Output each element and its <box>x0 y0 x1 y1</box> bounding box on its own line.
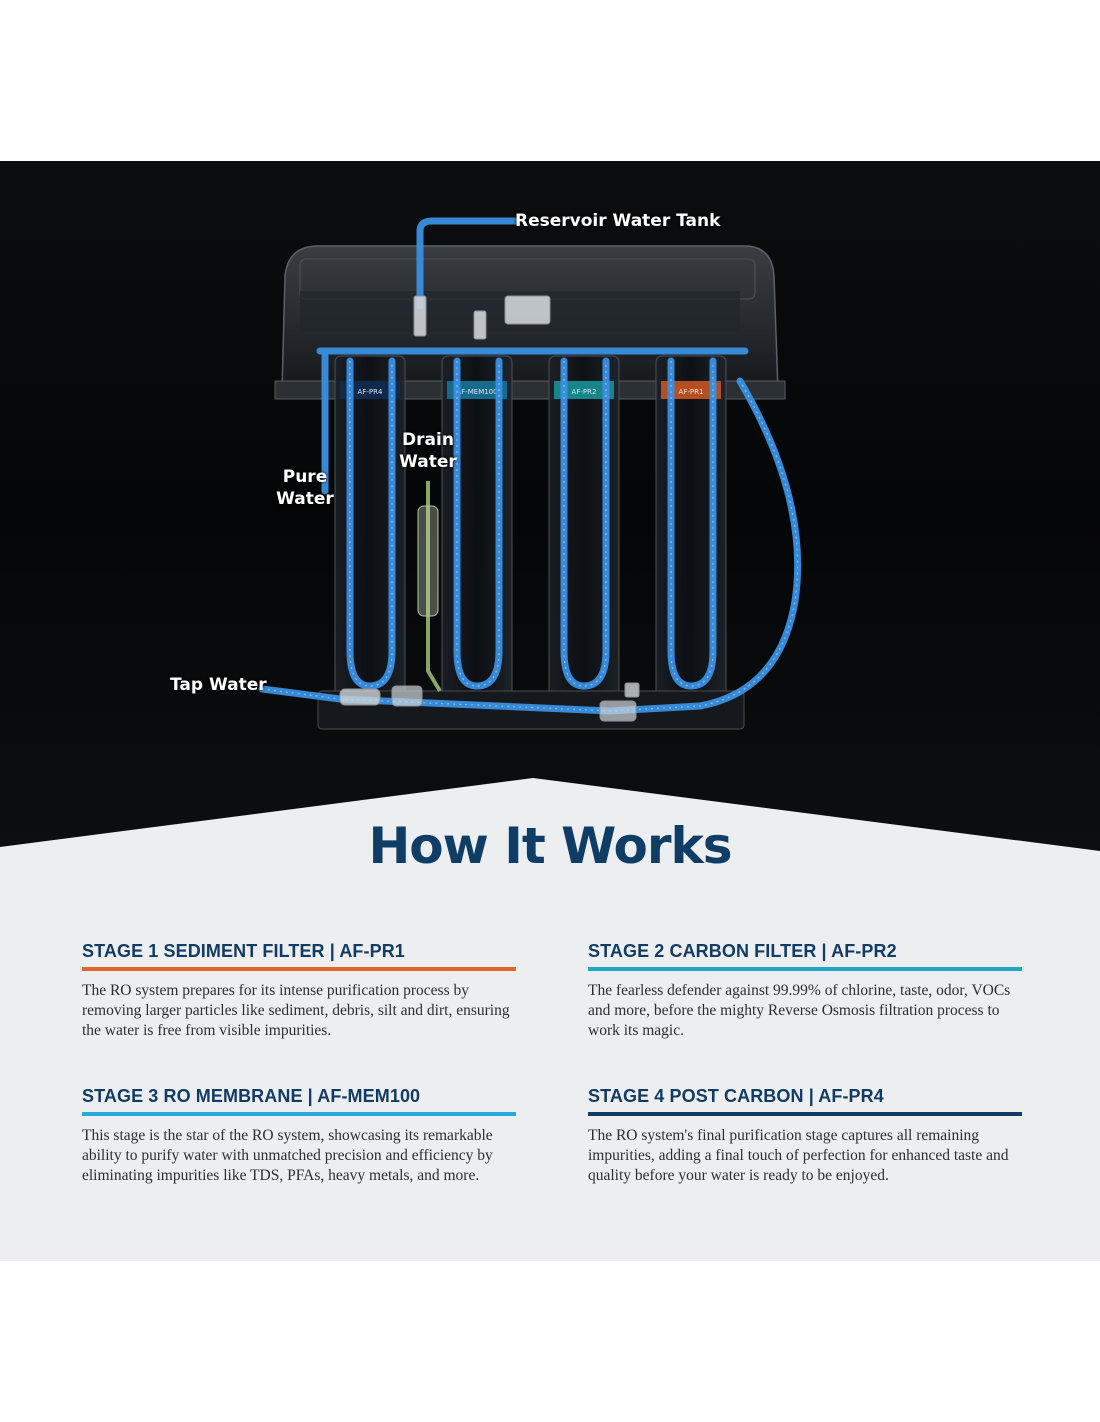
tap-label: Tap Water <box>170 675 267 695</box>
stage-4-description: The RO system's final purification stage… <box>588 1127 1009 1184</box>
reservoir-callout: Reservoir Water Tank <box>515 210 720 232</box>
reservoir-label: Reservoir Water Tank <box>515 211 721 231</box>
stage-1-heading: STAGE 1 SEDIMENT FILTER | AF-PR1 <box>82 941 516 971</box>
stage-3-description: This stage is the star of the RO system,… <box>82 1127 493 1184</box>
drain-water-callout: Drain Water <box>393 429 463 473</box>
pure-label-line2: Water <box>276 489 334 509</box>
band-mem100 <box>447 381 507 399</box>
info-panel-background <box>0 778 1100 1261</box>
stage-3-card: STAGE 3 RO MEMBRANE | AF-MEM100 This sta… <box>82 1086 516 1186</box>
tube-highlights <box>261 361 799 712</box>
band-pr1 <box>661 381 721 399</box>
fittings <box>339 295 640 722</box>
label-pr1: AF-PR1 <box>679 388 704 396</box>
label-pr2: AF-PR2 <box>572 388 597 396</box>
stage-2-card: STAGE 2 CARBON FILTER | AF-PR2 The fearl… <box>588 941 1022 1041</box>
stage-4-heading: STAGE 4 POST CARBON | AF-PR4 <box>588 1086 1022 1116</box>
drain-label-line2: Water <box>399 452 457 472</box>
stage-4-card: STAGE 4 POST CARBON | AF-PR4 The RO syst… <box>588 1086 1022 1186</box>
drain-restrictor <box>417 481 442 693</box>
label-pr4: AF-PR4 <box>358 388 383 396</box>
label-mem100: AF-MEM100 <box>456 388 497 396</box>
product-banner: AF-PR4 AF-MEM100 AF-PR2 AF-PR1 <box>0 161 1100 1261</box>
drain-label-line1: Drain <box>402 430 454 450</box>
stage-2-description: The fearless defender against 99.99% of … <box>588 982 1011 1039</box>
stage-3-heading: STAGE 3 RO MEMBRANE | AF-MEM100 <box>82 1086 516 1116</box>
tap-water-callout: Tap Water <box>170 674 267 696</box>
stage-2-heading: STAGE 2 CARBON FILTER | AF-PR2 <box>588 941 1022 971</box>
stage-1-description: The RO system prepares for its intense p… <box>82 982 510 1039</box>
ro-system-diagram: AF-PR4 AF-MEM100 AF-PR2 AF-PR1 <box>0 161 1100 861</box>
stage-1-card: STAGE 1 SEDIMENT FILTER | AF-PR1 The RO … <box>82 941 516 1041</box>
section-title: How It Works <box>368 817 732 875</box>
pure-water-callout: Pure Water <box>270 466 340 510</box>
band-pr4 <box>340 381 400 399</box>
band-pr2 <box>554 381 614 399</box>
pure-label-line1: Pure <box>282 467 328 487</box>
